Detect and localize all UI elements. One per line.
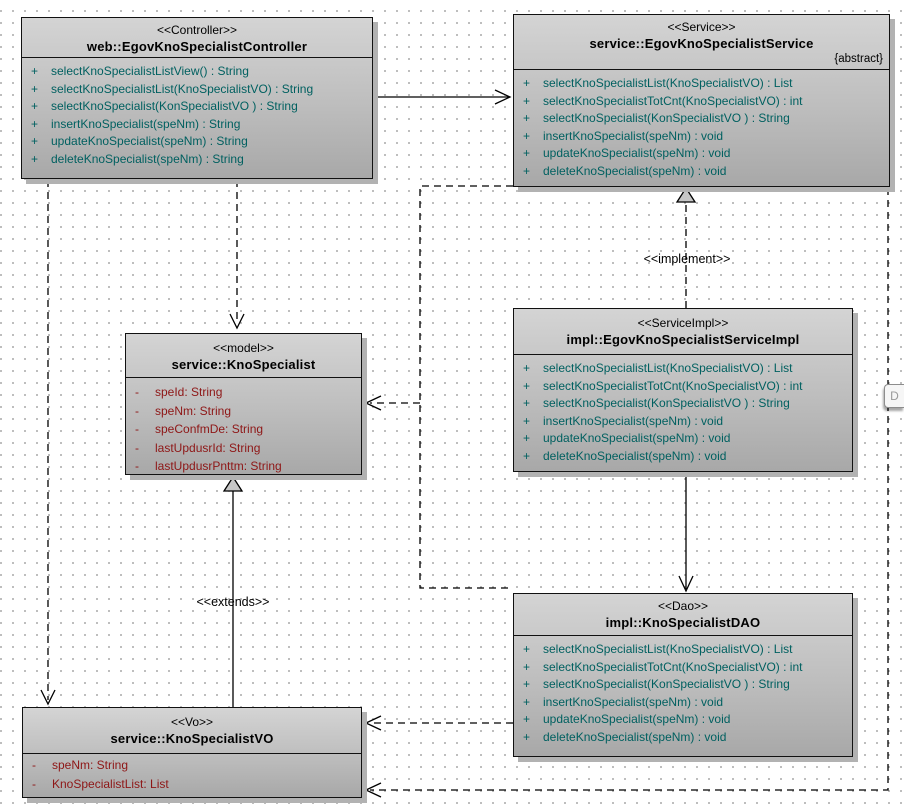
- class-header: <<model>> service::KnoSpecialist: [126, 334, 361, 378]
- edge-label-implement: <<implement>>: [643, 252, 731, 266]
- class-name: service::EgovKnoSpecialistService: [589, 36, 814, 51]
- class-name: service::KnoSpecialistVO: [110, 731, 274, 746]
- edge-controller-to-vo: [40, 180, 56, 706]
- class-stereotype: <<ServiceImpl>>: [637, 316, 729, 330]
- edge-label-extends: <<extends>>: [196, 595, 270, 609]
- member-row: +selectKnoSpecialistTotCnt(KnoSpecialist…: [523, 93, 803, 108]
- class-name: web::EgovKnoSpecialistController: [86, 39, 308, 54]
- member-row: +selectKnoSpecialist(KonSpecialistVO ) :…: [31, 99, 298, 113]
- member-row: +updateKnoSpecialist(speNm) : String: [31, 134, 248, 148]
- class-stereotype: <<Dao>>: [657, 599, 709, 613]
- member-row: +updateKnoSpecialist(speNm) : void: [523, 712, 731, 726]
- member-row: +deleteKnoSpecialist(speNm) : void: [523, 729, 727, 744]
- member-row: +deleteKnoSpecialist(speNm) : void: [523, 448, 727, 463]
- member-row: +selectKnoSpecialist(KonSpecialistVO ) :…: [523, 677, 790, 691]
- edge-controller-to-service: [374, 89, 512, 105]
- class-box-vo[interactable]: <<Vo>> service::KnoSpecialistVO -speNm: …: [22, 707, 362, 798]
- attribute-compartment: -speId: String -speNm: String -speConfmDe:…: [126, 378, 361, 476]
- class-box-controller[interactable]: <<Controller>> web::EgovKnoSpecialistCon…: [21, 17, 373, 179]
- member-row: -speId: String: [135, 385, 223, 399]
- member-row: +insertKnoSpecialist(speNm) : String: [31, 116, 241, 131]
- partial-panel-button[interactable]: D: [884, 384, 904, 408]
- member-row: +selectKnoSpecialist(KonSpecialistVO ) :…: [523, 111, 790, 125]
- member-row: +selectKnoSpecialistList(KnoSpecialistVO…: [523, 642, 793, 656]
- class-box-model[interactable]: <<model>> service::KnoSpecialist -speId:…: [125, 333, 362, 475]
- class-stereotype: <<model>>: [213, 341, 274, 355]
- member-row: +selectKnoSpecialistTotCnt(KnoSpecialist…: [523, 378, 803, 393]
- method-compartment: +selectKnoSpecialistList(KnoSpecialistVO…: [514, 355, 852, 465]
- method-compartment: +selectKnoSpecialistList(KnoSpecialistVO…: [514, 636, 852, 746]
- member-row: -speNm: String: [32, 758, 129, 772]
- member-row: +selectKnoSpecialistListView() : String: [31, 64, 249, 78]
- edge-service-dao-channel-to-model: [364, 185, 513, 589]
- class-name: service::KnoSpecialist: [171, 357, 316, 372]
- edge-serviceimpl-to-dao: [678, 472, 694, 593]
- edge-vo-extends-model: [222, 475, 244, 707]
- class-box-serviceimpl[interactable]: <<ServiceImpl>> impl::EgovKnoSpecialistS…: [513, 308, 853, 472]
- class-header: <<Controller>> web::EgovKnoSpecialistCon…: [22, 18, 372, 58]
- class-header: <<ServiceImpl>> impl::EgovKnoSpecialistS…: [514, 309, 852, 355]
- member-row: +deleteKnoSpecialist(speNm) : String: [31, 151, 244, 166]
- class-box-service[interactable]: <<Service>> service::EgovKnoSpecialistSe…: [513, 14, 890, 187]
- class-stereotype: <<Service>>: [667, 20, 736, 34]
- member-row: +insertKnoSpecialist(speNm) : void: [523, 128, 724, 143]
- member-row: -KnoSpecialistList: List: [32, 776, 169, 791]
- member-row: +insertKnoSpecialist(speNm) : void: [523, 694, 724, 709]
- member-row: +selectKnoSpecialistTotCnt(KnoSpecialist…: [523, 659, 803, 674]
- member-row: +selectKnoSpecialist(KonSpecialistVO ) :…: [523, 396, 790, 410]
- class-name: impl::EgovKnoSpecialistServiceImpl: [566, 332, 800, 347]
- class-header: <<Service>> service::EgovKnoSpecialistSe…: [514, 15, 889, 70]
- member-row: +insertKnoSpecialist(speNm) : void: [523, 413, 724, 428]
- member-row: -speConfmDe: String: [135, 422, 264, 436]
- member-row: +deleteKnoSpecialist(speNm) : void: [523, 163, 727, 178]
- edge-controller-to-model: [229, 180, 245, 330]
- class-stereotype: <<Controller>>: [156, 23, 238, 37]
- member-row: +selectKnoSpecialistList(KnoSpecialistVO…: [523, 76, 793, 90]
- edge-serviceimpl-implements-service: [675, 186, 697, 308]
- member-row: +selectKnoSpecialistList(KnoSpecialistVO…: [523, 361, 793, 375]
- abstract-tag: {abstract}: [834, 53, 883, 65]
- member-row: -lastUpdusrPnttm: String: [135, 459, 282, 473]
- method-compartment: +selectKnoSpecialistList(KnoSpecialistVO…: [514, 70, 889, 180]
- member-row: +selectKnoSpecialistList(KnoSpecialistVO…: [31, 81, 314, 96]
- member-row: +updateKnoSpecialist(speNm) : void: [523, 146, 731, 160]
- class-name: impl::KnoSpecialistDAO: [605, 615, 761, 630]
- member-row: -lastUpdusrId: String: [135, 440, 261, 455]
- edge-dao-to-vo: [364, 715, 513, 731]
- member-row: +updateKnoSpecialist(speNm) : void: [523, 431, 731, 445]
- class-header: <<Dao>> impl::KnoSpecialistDAO: [514, 594, 852, 636]
- attribute-compartment: -speNm: String -KnoSpecialistList: List: [23, 754, 361, 793]
- class-stereotype: <<Vo>>: [170, 715, 214, 729]
- member-row: -speNm: String: [135, 403, 232, 418]
- method-compartment: +selectKnoSpecialistListView() : String +…: [22, 58, 372, 168]
- class-header: <<Vo>> service::KnoSpecialistVO: [23, 708, 361, 754]
- class-box-dao[interactable]: <<Dao>> impl::KnoSpecialistDAO +selectKn…: [513, 593, 853, 757]
